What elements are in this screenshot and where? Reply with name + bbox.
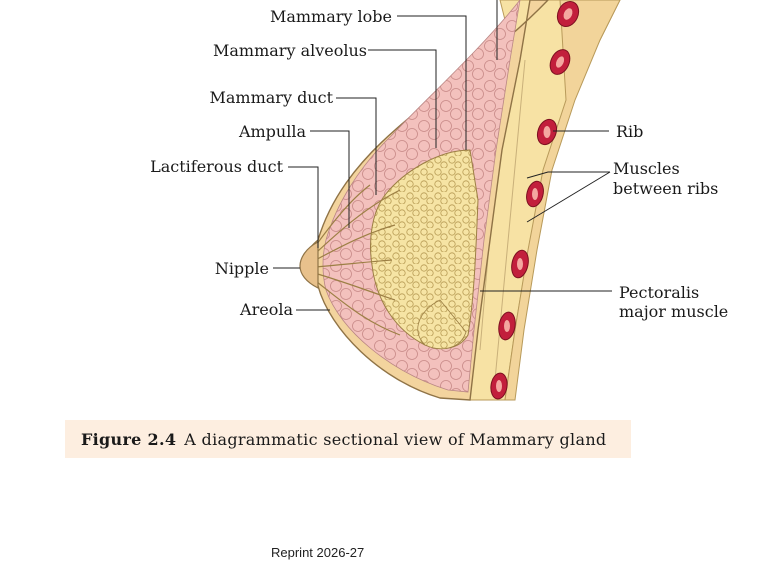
figure-caption: Figure 2.4 A diagrammatic sectional view… bbox=[65, 420, 631, 458]
label-lactiferous-duct: Lactiferous duct bbox=[150, 157, 283, 176]
leader-lines bbox=[273, 0, 612, 311]
label-ampulla: Ampulla bbox=[238, 122, 306, 141]
label-areola: Areola bbox=[240, 300, 293, 319]
label-rib: Rib bbox=[616, 122, 644, 141]
label-muscles-between-ribs-1: Muscles bbox=[613, 159, 680, 178]
label-mammary-lobe: Mammary lobe bbox=[269, 7, 392, 26]
reprint-footer: Reprint 2026-27 bbox=[271, 545, 365, 560]
label-pectoralis-1: Pectoralis bbox=[619, 283, 700, 302]
label-mammary-alveolus: Mammary alveolus bbox=[212, 41, 367, 60]
figure-number: Figure 2.4 bbox=[81, 429, 177, 449]
glandular-lobules bbox=[370, 149, 479, 349]
figure-caption-text: A diagrammatic sectional view of Mammary… bbox=[184, 429, 607, 449]
label-muscles-between-ribs-2: between ribs bbox=[613, 179, 719, 198]
nipple-shape bbox=[299, 241, 319, 289]
label-nipple: Nipple bbox=[214, 259, 269, 278]
label-pectoralis-2: major muscle bbox=[619, 302, 729, 321]
label-mammary-duct: Mammary duct bbox=[209, 88, 333, 107]
